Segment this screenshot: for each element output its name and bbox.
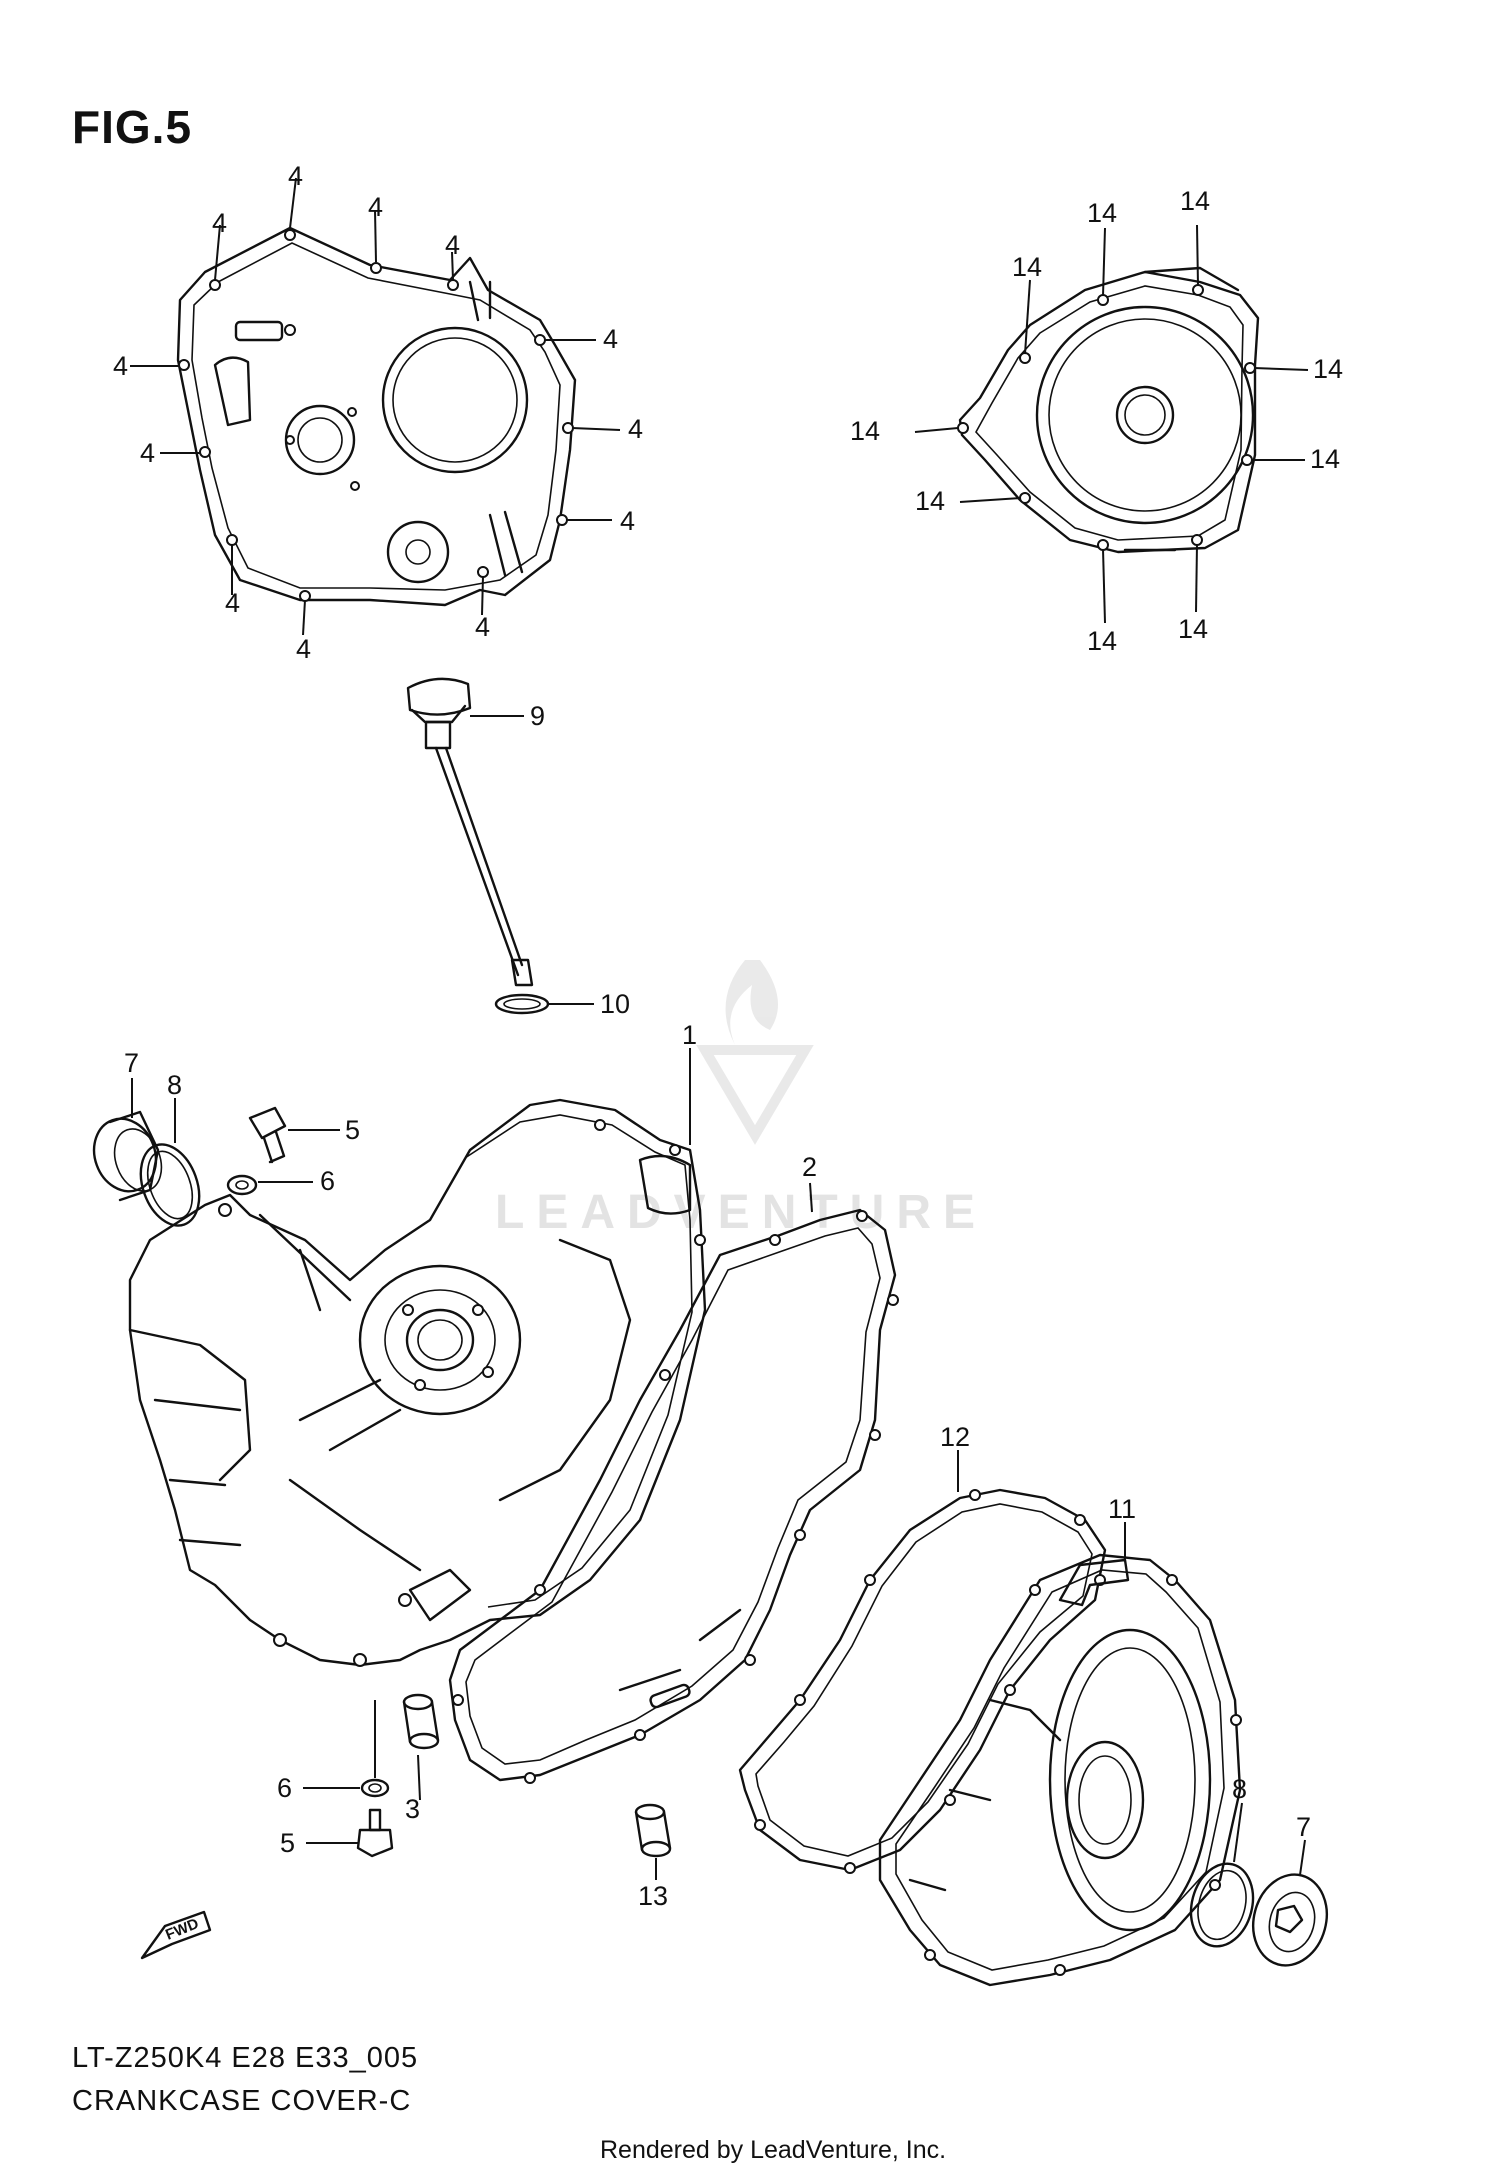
callout-5: 5	[280, 1828, 295, 1858]
dipstick-o-ring	[494, 993, 550, 1015]
callout-2: 2	[802, 1152, 817, 1182]
render-credit: Rendered by LeadVenture, Inc.	[600, 2136, 947, 2164]
callout-4: 4	[475, 612, 490, 642]
timing-plug-left	[92, 1110, 163, 1202]
diagram-caption: CRANKCASE COVER-C	[72, 2085, 412, 2117]
washer-upper	[226, 1174, 258, 1196]
figure-title: FIG.5	[72, 101, 193, 153]
callout-10: 10	[600, 989, 630, 1019]
callout-4: 4	[288, 161, 303, 191]
o-ring-right	[1189, 1862, 1255, 1948]
callout-8: 8	[1232, 1774, 1247, 1804]
callout-13: 13	[638, 1881, 668, 1911]
generator-cover	[878, 1553, 1242, 1987]
callout-5: 5	[345, 1115, 360, 1145]
callout-11: 11	[1108, 1494, 1136, 1524]
callout-6: 6	[320, 1166, 335, 1196]
callout-4: 4	[445, 230, 460, 260]
watermark-text: LEADVENTURE	[495, 1186, 988, 1239]
callout-9: 9	[530, 701, 545, 731]
callout-4: 4	[140, 438, 155, 468]
forward-arrow: FWD	[140, 1910, 212, 1960]
callout-3: 3	[405, 1794, 420, 1824]
washer-lower	[360, 1778, 390, 1798]
right-cover-gasket	[957, 266, 1260, 554]
crankcase-cover-main	[128, 1098, 707, 1667]
callout-4: 4	[296, 634, 311, 664]
dowel-pin-left	[402, 1693, 440, 1750]
callout-14: 14	[1087, 198, 1117, 228]
callout-14: 14	[850, 416, 880, 446]
crankcase-cover-gasket	[448, 1208, 899, 1784]
timing-plug-right	[1252, 1873, 1328, 1967]
callout-8: 8	[167, 1070, 182, 1100]
oil-level-gauge	[406, 677, 534, 987]
callout-4: 4	[368, 192, 383, 222]
left-cover-gasket	[176, 226, 577, 607]
watermark-logo	[696, 960, 814, 1145]
generator-cover-gasket	[738, 1488, 1107, 1874]
callout-14: 14	[1313, 354, 1343, 384]
callout-4: 4	[603, 324, 618, 354]
callout-12: 12	[940, 1422, 970, 1452]
callout-14: 14	[1178, 614, 1208, 644]
callout-labels: 4 4 4 4 4 4 4 4 4 4 4 4 14 14 14 14 14 1…	[113, 161, 1343, 1911]
callout-14: 14	[1180, 186, 1210, 216]
bolt-upper	[248, 1106, 287, 1164]
bolt-lower	[356, 1808, 394, 1858]
callout-14: 14	[1012, 252, 1042, 282]
callout-4: 4	[628, 414, 643, 444]
callout-4: 4	[113, 351, 128, 381]
diagram-code: LT-Z250K4 E28 E33_005	[72, 2042, 419, 2074]
dowel-pin-right	[634, 1803, 672, 1858]
o-ring-left	[139, 1143, 201, 1227]
callout-4: 4	[212, 208, 227, 238]
callout-4: 4	[620, 506, 635, 536]
callout-14: 14	[1310, 444, 1340, 474]
callout-14: 14	[915, 486, 945, 516]
callout-4: 4	[225, 588, 240, 618]
callout-7: 7	[124, 1048, 139, 1078]
callout-14: 14	[1087, 626, 1117, 656]
leader-lines	[130, 177, 1309, 1880]
callout-6: 6	[277, 1773, 292, 1803]
callout-1: 1	[682, 1020, 697, 1050]
callout-7: 7	[1296, 1812, 1311, 1842]
